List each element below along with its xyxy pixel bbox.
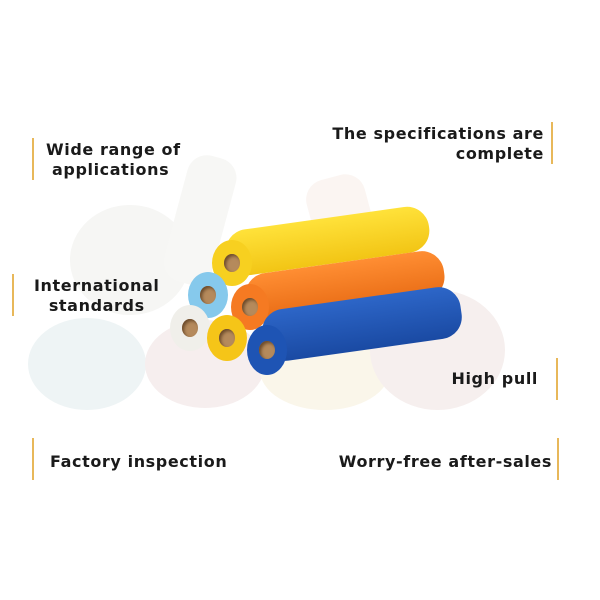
accent-bar [32,438,34,480]
feature-international-standards: International standards [34,276,160,316]
roll-yellow-small-end [207,315,247,361]
feature-high-pull: High pull [451,369,538,388]
accent-bar [12,274,14,316]
ghost-roll-lightblue [28,318,146,410]
feature-wide-range: Wide range of applications [46,140,181,180]
feature-specifications-line1: The specifications are [332,124,544,143]
accent-bar [551,122,553,164]
feature-specifications-line2: complete [455,144,544,163]
feature-wide-range-line1: Wide range of [46,140,181,159]
feature-specifications: The specifications are complete [332,124,544,164]
roll-white-end [170,305,210,351]
feature-factory-inspection: Factory inspection [50,452,228,471]
accent-bar [557,438,559,480]
feature-international-line2: standards [48,296,145,315]
accent-bar [32,138,34,180]
feature-wide-range-line2: applications [52,160,170,179]
feature-after-sales: Worry-free after-sales [338,452,552,471]
accent-bar [556,358,558,400]
roll-blue-end [247,325,287,375]
feature-international-line1: International [34,276,160,295]
